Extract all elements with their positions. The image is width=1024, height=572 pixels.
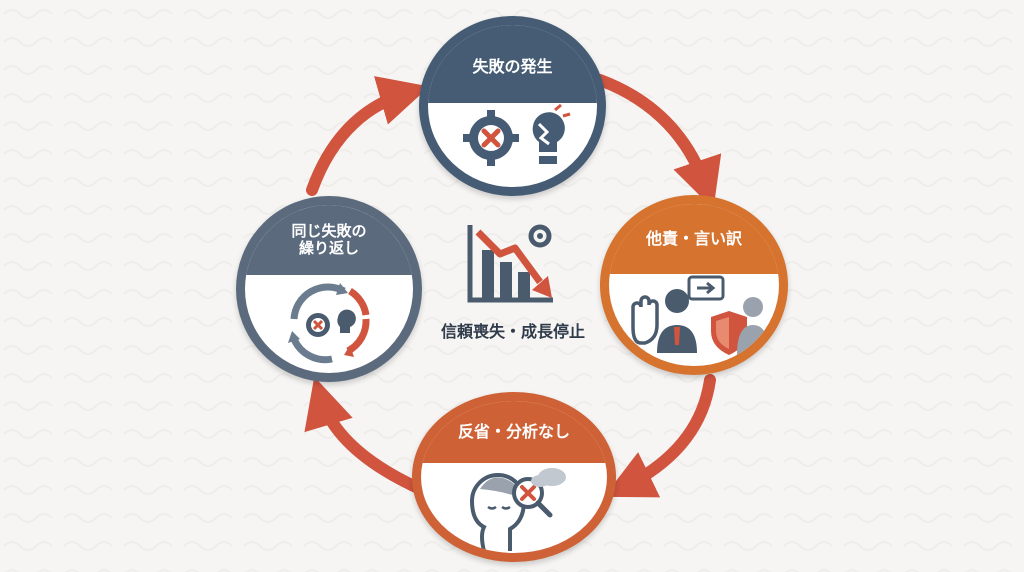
cloud-icon — [531, 468, 566, 487]
node-icon-area — [421, 463, 607, 553]
stop-hand-icon — [631, 295, 659, 345]
node-title: 失敗の発生 — [428, 25, 597, 103]
node-failure-occurs: 失敗の発生 — [419, 16, 606, 196]
node-title: 反省・分析なし — [421, 401, 607, 463]
arrow-top-to-right — [594, 74, 722, 210]
gear-x-icon — [306, 313, 330, 337]
node-repeat-failure: 同じ失敗の 繰り返し — [236, 196, 422, 382]
node-blame-excuses: 他責・言い訳 — [600, 195, 788, 375]
declining-chart-icon — [467, 224, 553, 303]
arrow-speech-icon — [687, 275, 725, 301]
node-icon-area — [609, 274, 779, 366]
broken-bulb-icon — [532, 103, 570, 164]
node-title: 同じ失敗の 繰り返し — [245, 205, 413, 275]
node-icon-area — [245, 275, 413, 373]
arrow-right-to-bottom — [603, 374, 716, 498]
businessman-icon — [657, 289, 697, 353]
broken-bulb-icon — [337, 309, 356, 333]
cycle-arrows-icon — [288, 283, 370, 364]
arrow-left-to-top — [306, 76, 430, 196]
center-label: 信頼喪失・成長停止 — [440, 322, 585, 341]
gray-person-icon — [737, 297, 769, 355]
node-icon-area — [428, 97, 597, 187]
node-no-reflection: 反省・分析なし — [412, 392, 616, 562]
magnifier-x-icon — [512, 477, 553, 518]
node-title: 他責・言い訳 — [609, 204, 779, 274]
arrow-bottom-to-left — [304, 376, 424, 494]
gear-x-icon — [462, 110, 519, 166]
